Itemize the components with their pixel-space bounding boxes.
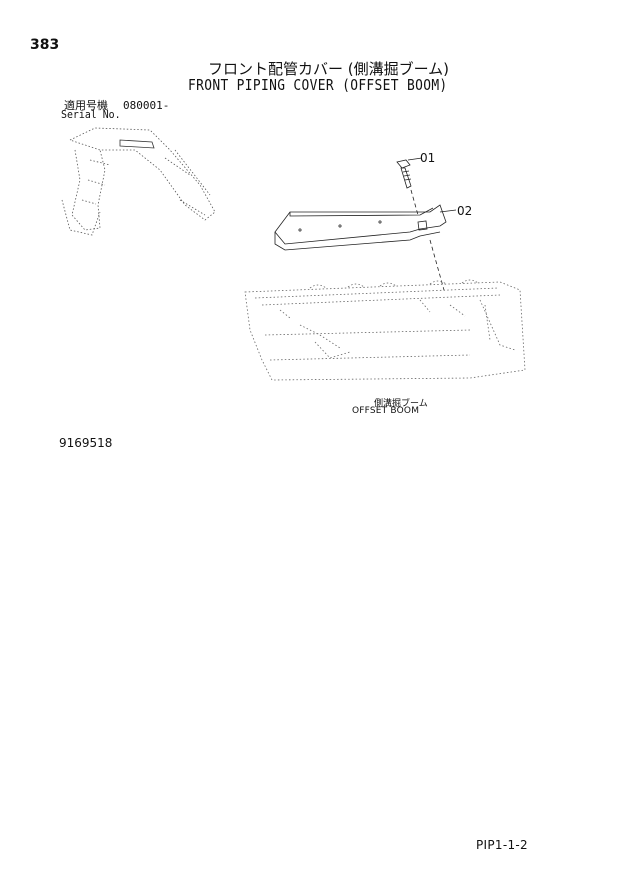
bolt-part	[396, 159, 412, 189]
callout-01-leader	[407, 157, 423, 161]
title-japanese: フロント配管カバー (側溝掘ブーム)	[208, 60, 450, 78]
serial-label-jp: 適用号機	[64, 99, 108, 112]
machine-overview-illustration	[61, 127, 216, 236]
piping-cover-part	[274, 204, 447, 251]
serial-row: 適用号機 080001-	[64, 97, 169, 113]
serial-label-en: Serial No.	[61, 108, 121, 121]
serial-value: 080001-	[123, 99, 170, 112]
caption-english: OFFSET BOOM	[352, 406, 420, 416]
footer-code: PIP1-1-2	[476, 838, 528, 852]
callout-02: 02	[457, 204, 473, 218]
callout-02-leader	[439, 209, 457, 213]
document-number: 9169518	[59, 436, 113, 450]
callout-01: 01	[420, 151, 436, 165]
offset-boom-illustration	[244, 279, 526, 381]
title-english: FRONT PIPING COVER (OFFSET BOOM)	[188, 76, 448, 94]
caption-japanese: 側溝掘ブーム	[374, 399, 428, 409]
page-number: 383	[30, 37, 60, 53]
parts-diagram	[61, 127, 526, 381]
